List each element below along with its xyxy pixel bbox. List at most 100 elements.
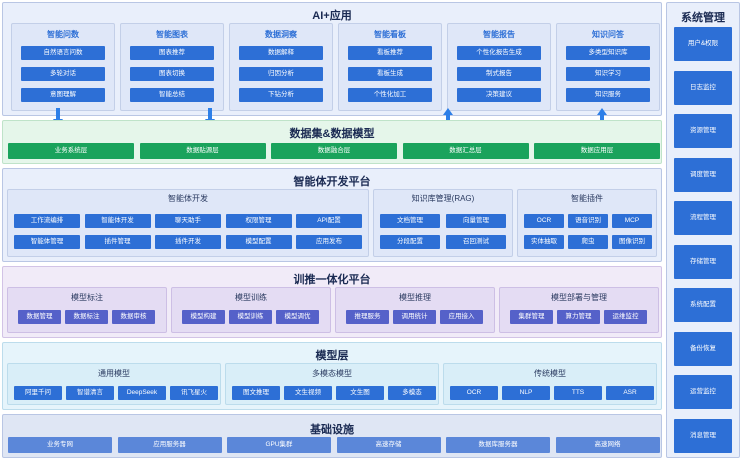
training-item[interactable]: 模型训练 — [229, 310, 272, 324]
plugin-item[interactable]: MCP — [612, 214, 652, 228]
system-management-item[interactable]: 消息管理 — [674, 418, 732, 453]
plugin-item[interactable]: 图像识别 — [612, 235, 652, 249]
infra-item[interactable]: 业务专网 — [8, 437, 112, 453]
training-item[interactable]: 运维监控 — [604, 310, 647, 324]
ai-module-item[interactable]: 知识学习 — [566, 67, 650, 81]
ai-module-item[interactable]: 个性化加工 — [348, 88, 432, 102]
agent-dev-item[interactable]: 模型配置 — [225, 235, 292, 249]
ai-module-card: 智能报告个性化报告生成制式报告决策建议 — [447, 23, 551, 111]
ai-module-item[interactable]: 多轮对话 — [21, 67, 105, 81]
ai-module-item[interactable]: 知识服务 — [566, 88, 650, 102]
agent-dev-item[interactable]: 聊天助手 — [155, 214, 221, 228]
infra-item[interactable]: 数据库服务器 — [446, 437, 550, 453]
rag-item[interactable]: 文档管理 — [380, 214, 440, 228]
training-item[interactable]: 模型调优 — [276, 310, 319, 324]
ai-module-item[interactable]: 数据解释 — [239, 46, 323, 60]
training-item[interactable]: 调用统计 — [393, 310, 436, 324]
agent-dev-item[interactable]: 智能体管理 — [14, 235, 80, 249]
infra-item[interactable]: 应用服务器 — [117, 437, 222, 453]
ai-module-title: 智能看板 — [374, 30, 406, 39]
model-item[interactable]: OCR — [450, 386, 498, 400]
system-management-item[interactable]: 调度管理 — [674, 157, 732, 192]
ai-module-title: 智能报告 — [483, 30, 515, 39]
model-item[interactable]: NLP — [502, 386, 550, 400]
training-panel: 模型训练模型构建模型训练模型调优 — [171, 287, 331, 333]
ai-module-item[interactable]: 意图理解 — [21, 88, 105, 102]
ai-module-item[interactable]: 个性化报告生成 — [457, 46, 541, 60]
dataset-item[interactable]: 数据融合层 — [271, 143, 397, 159]
training-item[interactable]: 算力管理 — [557, 310, 600, 324]
ai-module-item[interactable]: 制式报告 — [457, 67, 541, 81]
agent-dev-title: 智能体开发 — [168, 194, 208, 203]
plugin-item[interactable]: 爬虫 — [568, 235, 608, 249]
rag-item[interactable]: 召回测试 — [446, 235, 506, 249]
plugin-item[interactable]: 语音识别 — [568, 214, 608, 228]
agent-dev-item[interactable]: 插件管理 — [84, 235, 151, 249]
dataset-item[interactable]: 数据应用层 — [534, 143, 660, 159]
system-management-item[interactable]: 运营监控 — [674, 375, 732, 409]
system-management-item[interactable]: 日志监控 — [674, 70, 732, 105]
system-management-item[interactable]: 流程管理 — [674, 201, 732, 235]
model-panel-title: 多模态模型 — [312, 369, 352, 378]
agent-dev-item[interactable]: API配置 — [296, 214, 362, 228]
rag-panel: 知识库管理(RAG) 文档管理向量管理分段配置召回测试 — [373, 189, 513, 257]
model-item[interactable]: 智谱清言 — [66, 386, 114, 400]
model-panel: 多模态模型图文推理文生视频文生图多模态 — [225, 363, 439, 405]
system-management-item[interactable]: 存储管理 — [674, 244, 732, 279]
rag-item[interactable]: 向量管理 — [446, 214, 506, 228]
dataset-item[interactable]: 业务系统层 — [8, 143, 134, 159]
ai-module-item[interactable]: 自然语言问数 — [21, 46, 105, 60]
ai-module-item[interactable]: 看板推荐 — [348, 46, 432, 60]
system-management-item[interactable]: 系统配置 — [674, 288, 732, 322]
model-item[interactable]: DeepSeek — [118, 386, 166, 400]
plugin-item[interactable]: OCR — [524, 214, 564, 228]
ai-module-item[interactable]: 下钻分析 — [239, 88, 323, 102]
dataset-item[interactable]: 数据贴源层 — [139, 143, 266, 159]
plugin-item[interactable]: 实体抽取 — [524, 235, 564, 249]
model-item[interactable]: 文生视频 — [284, 386, 332, 400]
model-item[interactable]: TTS — [554, 386, 602, 400]
infra-item[interactable]: 高速网络 — [555, 437, 660, 453]
training-item[interactable]: 模型构建 — [182, 310, 225, 324]
ai-module-card: 智能看板看板推荐看板生成个性化加工 — [338, 23, 442, 111]
system-management-item[interactable]: 资源管理 — [674, 114, 732, 148]
training-platform-layer: 训推一体化平台 模型标注数据管理数据标注数据审核模型训练模型构建模型训练模型调优… — [2, 266, 662, 338]
system-management-title: 系统管理 — [681, 12, 725, 24]
model-item[interactable]: 讯飞星火 — [170, 386, 218, 400]
system-management-item[interactable]: 备份恢复 — [674, 331, 732, 366]
training-item[interactable]: 数据审核 — [112, 310, 155, 324]
model-item[interactable]: 图文推理 — [232, 386, 280, 400]
training-panel-title: 模型标注 — [71, 293, 103, 302]
agent-dev-item[interactable]: 权限管理 — [225, 214, 292, 228]
ai-module-item[interactable]: 智能总结 — [130, 88, 214, 102]
model-item[interactable]: 多模态 — [388, 386, 436, 400]
infra-item[interactable]: GPU集群 — [227, 437, 331, 453]
ai-module-item[interactable]: 归因分析 — [239, 67, 323, 81]
rag-item[interactable]: 分段配置 — [380, 235, 440, 249]
ai-module-item[interactable]: 图表推荐 — [130, 46, 214, 60]
ai-module-title: 数据洞察 — [265, 30, 297, 39]
training-item[interactable]: 应用接入 — [440, 310, 483, 324]
training-item[interactable]: 数据管理 — [18, 310, 61, 324]
agent-dev-item[interactable]: 插件开发 — [155, 235, 221, 249]
agent-dev-item[interactable]: 工作流编排 — [14, 214, 80, 228]
system-management-item[interactable]: 用户&权限 — [674, 27, 732, 61]
training-panel: 模型推理推理服务调用统计应用接入 — [335, 287, 495, 333]
agent-dev-item[interactable]: 应用发布 — [296, 235, 362, 249]
training-item[interactable]: 数据标注 — [65, 310, 108, 324]
model-item[interactable]: 阿里千问 — [14, 386, 62, 400]
ai-module-item[interactable]: 看板生成 — [348, 67, 432, 81]
ai-module-item[interactable]: 图表切换 — [130, 67, 214, 81]
training-item[interactable]: 推理服务 — [346, 310, 389, 324]
dataset-item[interactable]: 数据汇总层 — [402, 143, 529, 159]
ai-module-item[interactable]: 多类型知识库 — [566, 46, 650, 60]
model-item[interactable]: ASR — [606, 386, 654, 400]
dataset-layer: 数据集&数据模型 业务系统层数据贴源层数据融合层数据汇总层数据应用层 — [2, 120, 662, 164]
infra-item[interactable]: 高速存储 — [336, 437, 441, 453]
model-item[interactable]: 文生图 — [336, 386, 384, 400]
training-item[interactable]: 集群管理 — [510, 310, 553, 324]
agent-dev-item[interactable]: 智能体开发 — [84, 214, 151, 228]
ai-module-item[interactable]: 决策建议 — [457, 88, 541, 102]
